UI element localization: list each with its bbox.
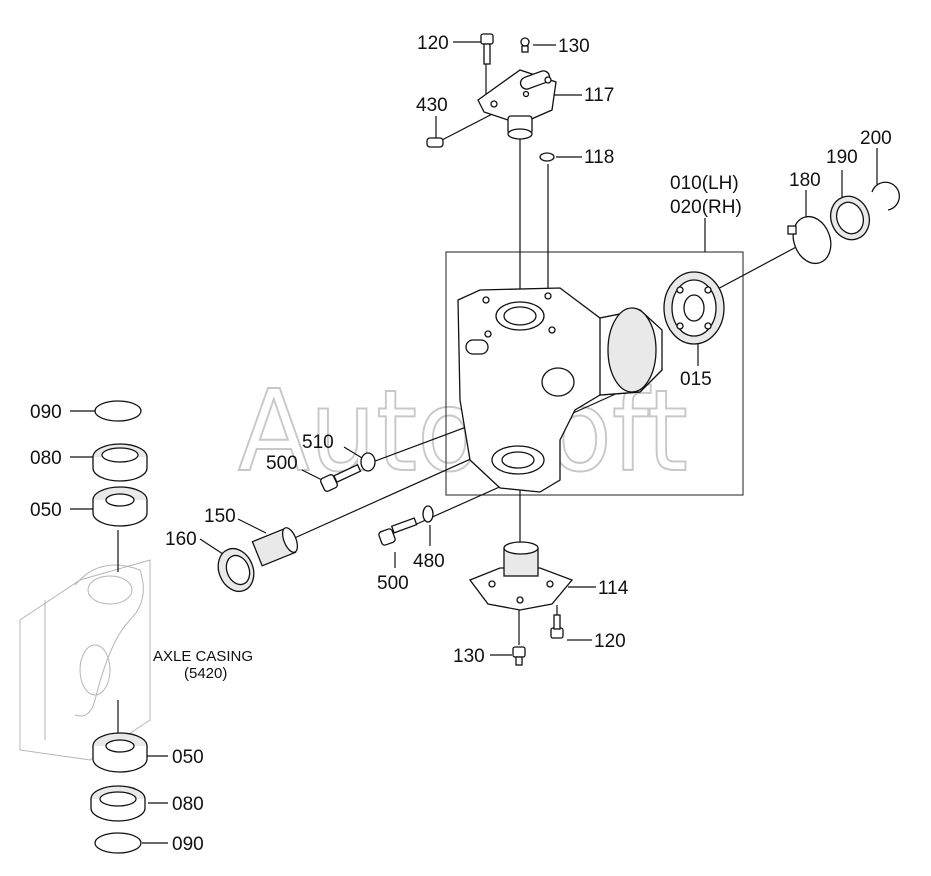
label-020-rh: 020(RH): [670, 197, 742, 218]
bolt-500-b: [378, 517, 418, 546]
seal-160: [217, 547, 255, 593]
nut-510: [360, 452, 376, 472]
ring-190: [829, 195, 871, 241]
bearing-050-top: [92, 486, 148, 527]
snap-ring-200: [871, 181, 900, 211]
race-080-top: [92, 443, 148, 482]
label-015: 015: [680, 369, 712, 390]
label-480: 480: [413, 551, 445, 572]
bearing-050-bottom: [92, 732, 148, 773]
label-axle-casing: AXLE CASING: [153, 648, 253, 665]
o-ring-090-bottom: [94, 832, 142, 854]
race-080-bottom: [90, 785, 146, 822]
bolt-120-bottom: [550, 614, 564, 639]
label-114: 114: [598, 578, 629, 599]
o-ring-118: [539, 152, 555, 162]
label-150: 150: [204, 506, 236, 527]
lower-cover-114: [468, 541, 574, 611]
label-180: 180: [789, 170, 821, 191]
label-200: 200: [860, 128, 892, 149]
label-050-bottom: 050: [172, 747, 204, 768]
label-118: 118: [584, 147, 614, 168]
label-090-bottom: 090: [172, 834, 204, 855]
axle-casing-ghost: [19, 559, 151, 761]
label-120-top: 120: [417, 33, 449, 54]
washer-180: [787, 215, 832, 265]
label-050-top: 050: [30, 500, 62, 521]
label-090-top: 090: [30, 402, 62, 423]
label-080-top: 080: [30, 448, 62, 469]
pin-430: [426, 137, 444, 148]
assembly-frame: [445, 251, 744, 496]
label-500-b: 500: [377, 573, 409, 594]
bushing-150: [251, 527, 299, 567]
bolt-120-top: [480, 33, 494, 65]
gear-hub-015: [663, 271, 725, 345]
label-080-bottom: 080: [172, 794, 204, 815]
grease-nipple-130-top: [520, 37, 530, 53]
label-axle-casing-ref: (5420): [184, 665, 227, 682]
label-510: 510: [302, 432, 334, 453]
o-ring-090-top: [94, 400, 142, 422]
label-500-a: 500: [266, 453, 298, 474]
label-130-top: 130: [558, 36, 590, 57]
label-130-bottom: 130: [453, 646, 485, 667]
label-120-bottom: 120: [594, 631, 626, 652]
label-117: 117: [584, 85, 614, 106]
washer-480: [422, 505, 434, 523]
label-010-lh: 010(LH): [670, 173, 739, 194]
label-190: 190: [826, 147, 858, 168]
label-430: 430: [416, 95, 448, 116]
cover-117: [477, 69, 557, 140]
bolt-500-a: [320, 463, 362, 492]
label-160: 160: [165, 529, 197, 550]
grease-nipple-130-bottom: [512, 646, 526, 666]
knuckle-housing-010-020: [457, 287, 663, 493]
